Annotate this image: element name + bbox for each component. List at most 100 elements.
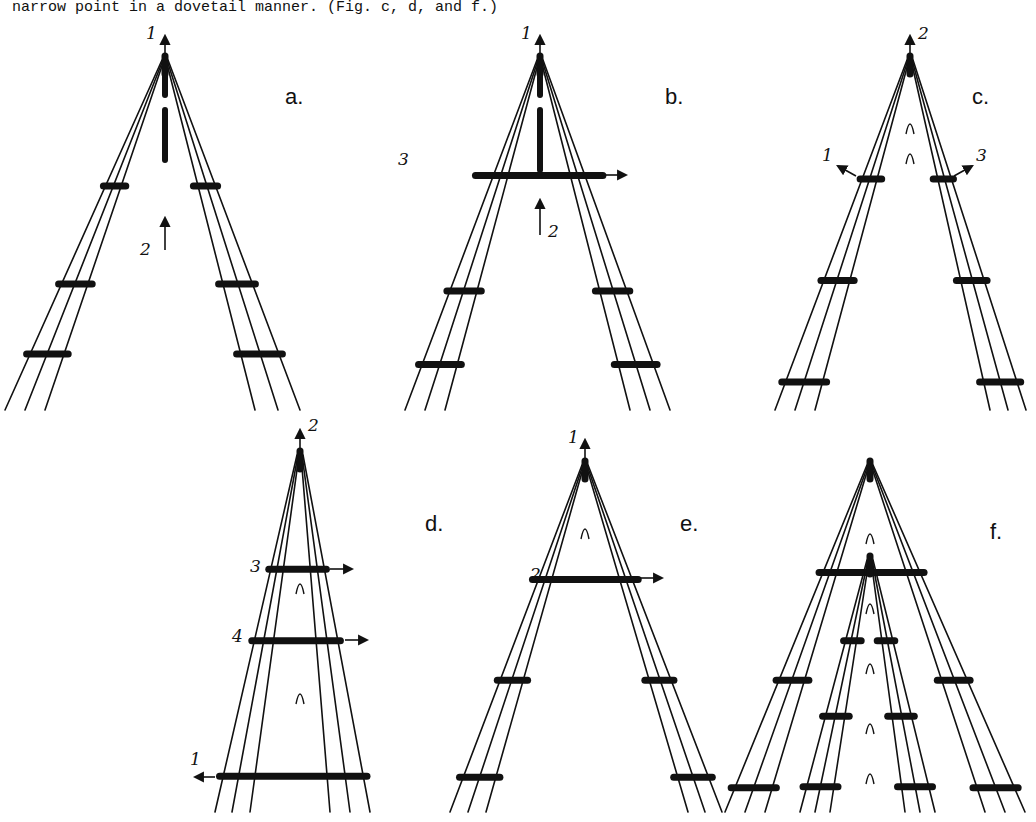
lashing-wrap [475, 172, 602, 179]
lashing-wrap [460, 774, 500, 781]
lashing-wrap [645, 677, 674, 684]
lashing-wrap [419, 361, 462, 368]
pole-strand [873, 465, 1025, 812]
apex-lashing [867, 556, 874, 574]
dovetail-loop [866, 664, 874, 674]
pole-strand [872, 465, 1005, 812]
direction-arrow [299, 430, 301, 450]
lashing-wrap [937, 677, 970, 684]
pole-strand [5, 60, 162, 410]
callout-number: 3 [398, 150, 409, 169]
lashing-spine [537, 110, 543, 170]
lashing-spine [162, 110, 168, 160]
pole-strand [25, 60, 163, 410]
pole-strand [745, 465, 868, 812]
apex-lashing [907, 56, 914, 74]
direction-arrow [838, 166, 856, 176]
pole-strand [911, 60, 990, 410]
callout-number: 1 [190, 750, 201, 769]
pole-strand [871, 560, 905, 812]
lashing-wrap [844, 637, 862, 644]
pole-strand [872, 560, 920, 812]
callout-number: 2 [918, 24, 929, 43]
lashing-wrap [219, 281, 256, 288]
pole-strand [815, 560, 868, 812]
pole-strand [168, 60, 300, 410]
lashing-wrap [497, 677, 527, 684]
callout-number: 2 [548, 222, 559, 241]
pole-strand [542, 60, 650, 410]
direction-arrow [345, 639, 367, 641]
dovetail-loop [296, 694, 304, 704]
apex-lashing [537, 56, 544, 74]
pole-strand [815, 60, 909, 410]
pole-strand [588, 465, 722, 812]
apex-lashing [867, 461, 874, 479]
direction-arrow [909, 36, 911, 56]
direction-arrow [195, 776, 215, 778]
dovetail-loop [866, 774, 874, 784]
callout-number: 3 [976, 146, 987, 165]
lashing-wrap [973, 784, 1018, 791]
direction-arrows [165, 36, 972, 777]
pole-strand [250, 455, 299, 812]
pole-strand [873, 560, 935, 812]
lashing-wrap [823, 713, 850, 720]
pole-strand [775, 60, 907, 410]
direction-arrow [584, 440, 586, 460]
lashing-wrap [933, 176, 953, 183]
lashing-wrap [237, 351, 283, 358]
pole-strand [795, 60, 908, 410]
figure-letter: c. [972, 85, 989, 109]
callout-number: 2 [140, 240, 151, 259]
apex-lashing [162, 56, 169, 74]
lashing-wrap [532, 576, 638, 583]
callout-number: 1 [822, 146, 833, 165]
lashing-wrap [674, 774, 713, 781]
lashing-wrap [821, 277, 854, 284]
direction-arrow [954, 166, 972, 176]
direction-arrow [605, 174, 626, 176]
pole-strand [725, 465, 867, 812]
callout-number: 1 [521, 24, 532, 43]
lashing-wrap [193, 183, 217, 190]
apex-lashing [582, 461, 589, 479]
lashing-wrap [447, 288, 481, 295]
dovetail-loop [296, 584, 304, 594]
lashing-wrap [27, 351, 69, 358]
callout-number: 1 [146, 24, 157, 43]
lashing-wrap [888, 713, 915, 720]
lashing-wrap [595, 288, 629, 295]
dovetail-loop [866, 604, 874, 614]
direction-arrow [539, 36, 541, 56]
pole-strand [425, 60, 538, 410]
lashing-wrap [220, 773, 368, 780]
dovetail-loop [906, 154, 914, 164]
pole-strand [912, 60, 1008, 410]
dovetail-loop [866, 724, 874, 734]
callout-number: 2 [530, 565, 541, 584]
pole-strand [486, 465, 584, 812]
lashing-wrap [956, 277, 987, 284]
direction-arrow [164, 218, 166, 250]
figure-letter: f. [990, 520, 1002, 544]
lashing-wrap [980, 379, 1021, 386]
lashing-wrap [860, 176, 882, 183]
pole-strand [913, 60, 1026, 410]
lashing-wrap [252, 637, 341, 644]
callout-number: 4 [232, 627, 243, 646]
direction-arrow [164, 36, 166, 56]
figure-letter: a. [285, 85, 303, 109]
pole-strand [587, 465, 705, 812]
dovetail-loop [866, 534, 874, 544]
figure-letter: d. [425, 512, 443, 536]
lashing-wrap [103, 183, 125, 190]
lashing-wrap [803, 783, 838, 790]
dovetail-loop [581, 529, 589, 539]
pole-strand [232, 455, 298, 812]
pole-strand [450, 465, 582, 812]
lashing-wrap [877, 637, 895, 644]
figure-letter: b. [665, 85, 683, 109]
tripod-figures [5, 56, 1026, 812]
